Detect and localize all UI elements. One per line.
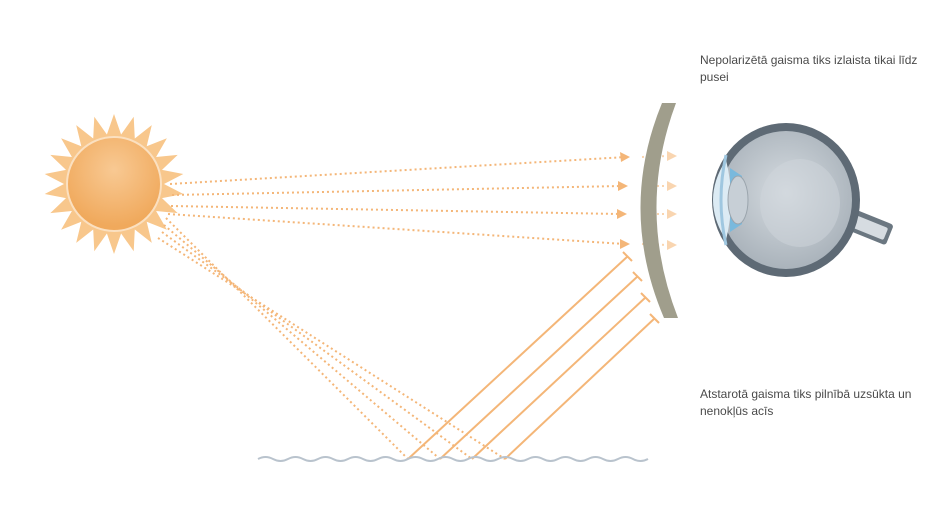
ray-down-2 xyxy=(164,225,440,459)
arrowhead-2 xyxy=(618,181,628,191)
reflected-ray-2 xyxy=(440,276,638,459)
eye-lens xyxy=(728,176,748,224)
faded-arrowhead-1 xyxy=(667,151,677,161)
sun-disc xyxy=(67,137,161,231)
faded-arrowhead-2 xyxy=(667,181,677,191)
ray-upper-1 xyxy=(170,157,626,184)
reflected-ray-3 xyxy=(472,297,646,459)
incoming-ray-arrowheads xyxy=(617,152,630,249)
polarized-lens xyxy=(640,103,678,318)
ray-upper-2 xyxy=(172,186,622,195)
arrowhead-3 xyxy=(617,209,627,219)
incoming-rays-to-lens xyxy=(168,157,626,244)
vitreous-highlight xyxy=(760,159,840,247)
arrowhead-4 xyxy=(620,239,630,249)
eye-icon xyxy=(712,123,894,277)
reflected-ray-4 xyxy=(505,318,655,459)
incoming-rays-to-water xyxy=(158,218,505,459)
ray-upper-3 xyxy=(171,206,620,214)
caption-reflected-light: Atstarotā gaisma tiks pilnībā uzsūkta un… xyxy=(700,386,920,420)
faded-arrowhead-4 xyxy=(667,240,677,250)
reflected-ray-1 xyxy=(408,256,628,459)
arrowhead-1 xyxy=(620,152,630,162)
ray-down-1 xyxy=(166,218,408,459)
transmitted-ray-arrowheads xyxy=(667,151,677,250)
ray-upper-4 xyxy=(168,214,624,244)
ray-down-4 xyxy=(158,238,505,459)
reflected-rays xyxy=(408,256,655,459)
water-surface xyxy=(258,457,648,461)
caption-unpolarized-light: Nepolarizētā gaisma tiks izlaista tikai … xyxy=(700,52,920,86)
faded-arrowhead-3 xyxy=(667,209,677,219)
ray-down-3 xyxy=(162,232,472,459)
